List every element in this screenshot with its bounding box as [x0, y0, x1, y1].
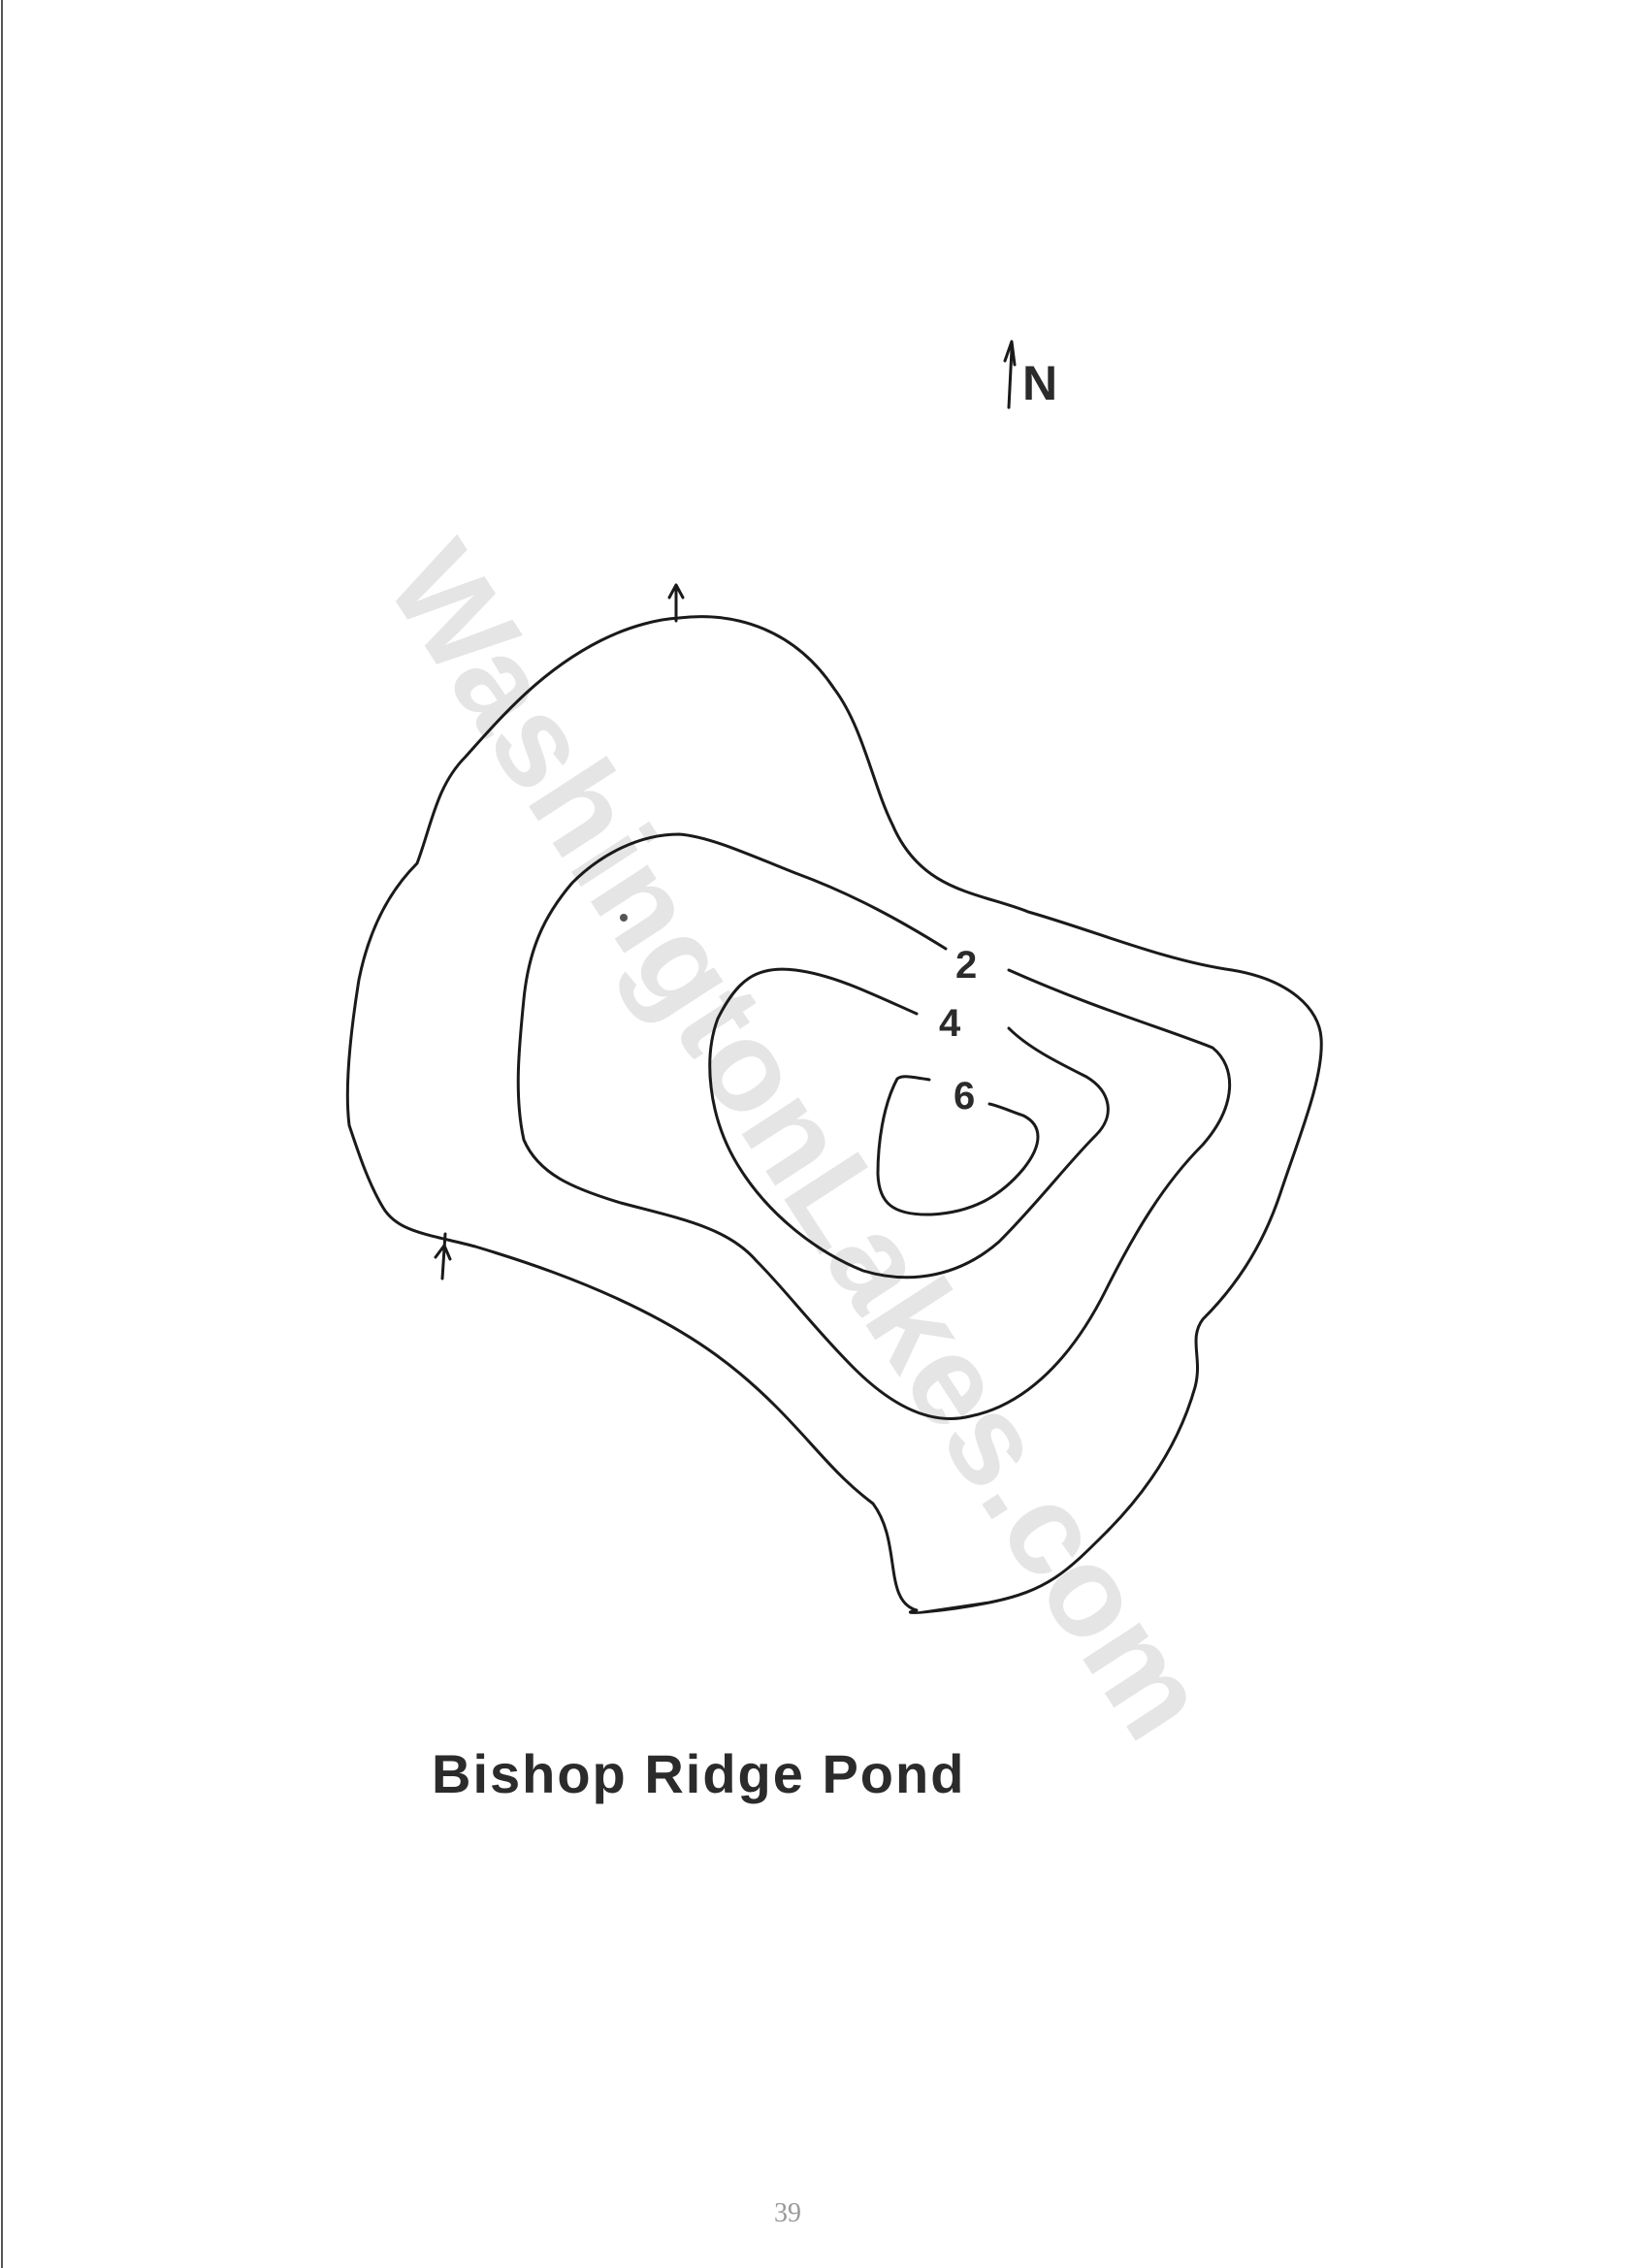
north-arrow-head	[1003, 340, 1017, 367]
shoreline	[345, 615, 1323, 1614]
contour-4	[708, 967, 1110, 1280]
north-label: N	[1022, 356, 1057, 410]
map-title: Bishop Ridge Pond	[432, 1743, 965, 1804]
north-arrow: N	[1003, 340, 1057, 410]
page-number: 39	[774, 2198, 801, 2228]
depth-label-2: 2	[955, 944, 977, 987]
watermark-text: WashingtonLakes.com	[361, 519, 1238, 1763]
north-arrow-shaft	[1007, 347, 1014, 409]
contour-6	[876, 1075, 1040, 1216]
inlet-southwest	[434, 1232, 452, 1280]
scan-stain	[620, 914, 628, 922]
depth-label-4: 4	[939, 1002, 961, 1045]
inlet-north	[667, 583, 685, 623]
contour-2	[516, 832, 1232, 1421]
depth-label-6: 6	[954, 1075, 975, 1118]
